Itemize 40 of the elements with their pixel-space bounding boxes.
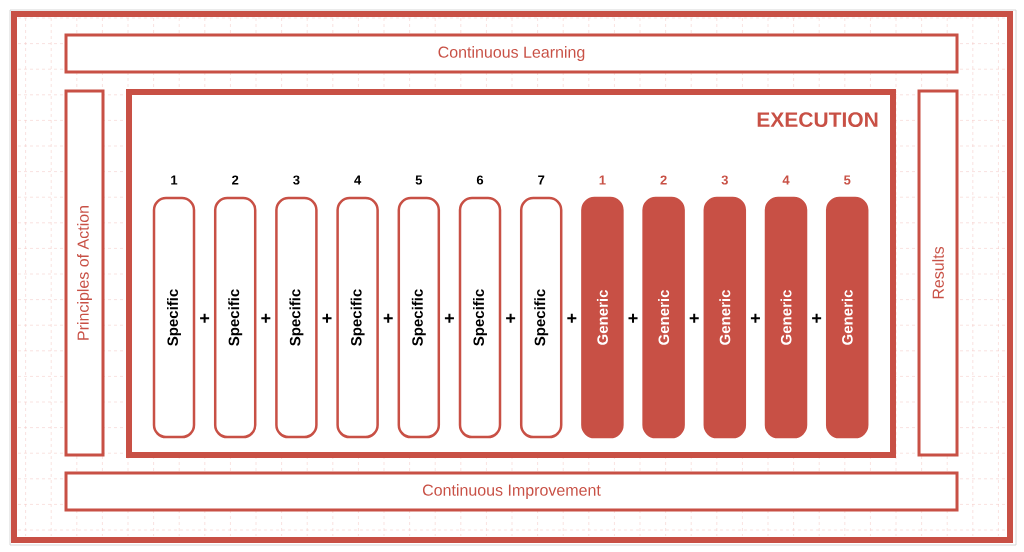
step-number: 5 <box>415 175 423 185</box>
outlined-pill: Specific <box>152 196 196 439</box>
plus-sign: + <box>261 313 271 323</box>
outlined-pill: Specific <box>213 196 257 439</box>
plus-sign: + <box>750 313 760 323</box>
outlined-pill: Specific <box>458 196 502 439</box>
step-number: 2 <box>660 175 667 185</box>
step-number: 6 <box>476 175 484 185</box>
plus-sign: + <box>506 313 516 323</box>
step-number: 1 <box>171 175 178 185</box>
label-box: Continuous Improvement <box>64 471 959 512</box>
plus-sign: + <box>567 313 577 323</box>
plus-sign: + <box>322 313 332 323</box>
step-number: 4 <box>354 175 362 185</box>
label-box: Continuous Learning <box>64 33 959 74</box>
plus-sign: + <box>383 313 393 323</box>
plus-sign: + <box>812 313 822 323</box>
filled-pill: Generic <box>581 196 624 439</box>
step-number: 3 <box>293 175 300 185</box>
step-number: 2 <box>232 175 239 185</box>
plus-sign: + <box>444 313 454 323</box>
step-number: 1 <box>599 175 606 185</box>
label-box: Results <box>917 89 959 457</box>
step-number: 4 <box>782 175 790 185</box>
step-number: 3 <box>721 175 728 185</box>
filled-pill: Generic <box>703 196 747 439</box>
outlined-pill: Specific <box>397 196 441 439</box>
outlined-pill: Specific <box>336 196 379 439</box>
plus-sign: + <box>628 313 638 323</box>
filled-pill: Generic <box>764 196 808 439</box>
step-number: 7 <box>538 175 545 185</box>
panel-heading: EXECUTION <box>757 112 878 128</box>
label-box: Principles of Action <box>64 89 105 457</box>
outlined-pill: Specific <box>519 196 563 439</box>
plus-sign: + <box>200 313 210 323</box>
filled-pill: Generic <box>642 196 685 439</box>
filled-pill: Generic <box>825 196 869 439</box>
plus-sign: + <box>689 313 699 323</box>
outlined-pill: Specific <box>275 196 318 439</box>
step-number: 5 <box>844 175 851 185</box>
